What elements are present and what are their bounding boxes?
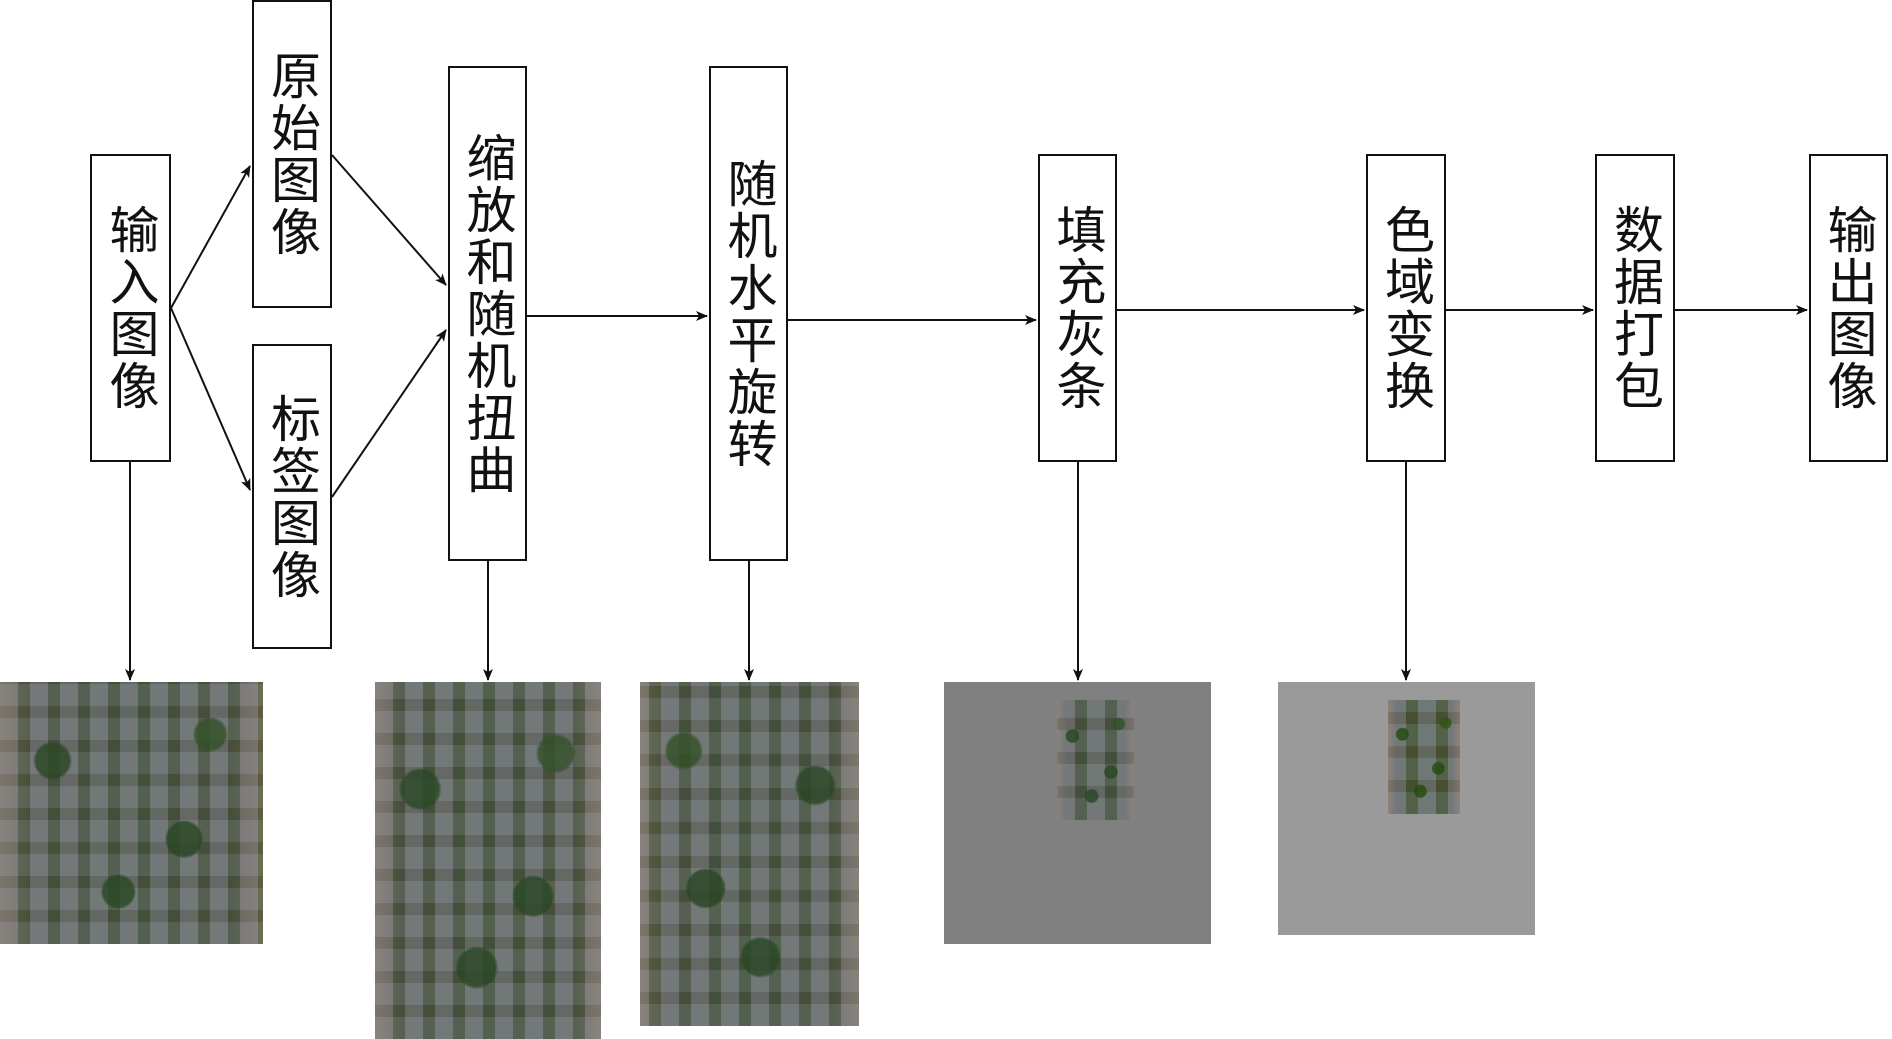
node-label: 填充灰条 <box>1048 204 1107 412</box>
node-label: 缩放和随机扭曲 <box>458 131 517 496</box>
node-color-jitter: 色域变换 <box>1366 154 1446 462</box>
node-label: 随机水平旋转 <box>719 157 778 470</box>
node-label: 色域变换 <box>1377 204 1435 412</box>
node-input-image: 输入图像 <box>90 154 171 462</box>
color-jittered-aerial-image <box>1388 700 1460 814</box>
node-random-flip: 随机水平旋转 <box>709 66 788 561</box>
node-pad-gray: 填充灰条 <box>1038 154 1117 462</box>
flipped-aerial-image <box>640 682 859 1026</box>
input-aerial-image <box>0 682 263 944</box>
node-label: 原始图像 <box>263 50 321 258</box>
node-label: 数据打包 <box>1606 204 1664 412</box>
padded-aerial-image <box>1057 700 1134 820</box>
arrow-original-resize <box>331 154 447 286</box>
node-label: 输入图像 <box>101 204 160 412</box>
node-label: 标签图像 <box>263 392 321 601</box>
node-output-image: 输出图像 <box>1809 154 1888 462</box>
arrow-label-resize <box>331 329 447 498</box>
node-label: 输出图像 <box>1819 204 1878 412</box>
arrow-input-label <box>170 307 251 491</box>
resized-aerial-image <box>375 682 601 1039</box>
padded-gray-canvas <box>944 682 1211 944</box>
node-data-packing: 数据打包 <box>1595 154 1675 462</box>
node-label-image: 标签图像 <box>252 344 332 649</box>
node-original-image: 原始图像 <box>252 0 332 308</box>
node-resize-distort: 缩放和随机扭曲 <box>448 66 527 561</box>
color-jitter-gray-canvas <box>1278 682 1535 935</box>
arrow-input-original <box>170 165 251 309</box>
